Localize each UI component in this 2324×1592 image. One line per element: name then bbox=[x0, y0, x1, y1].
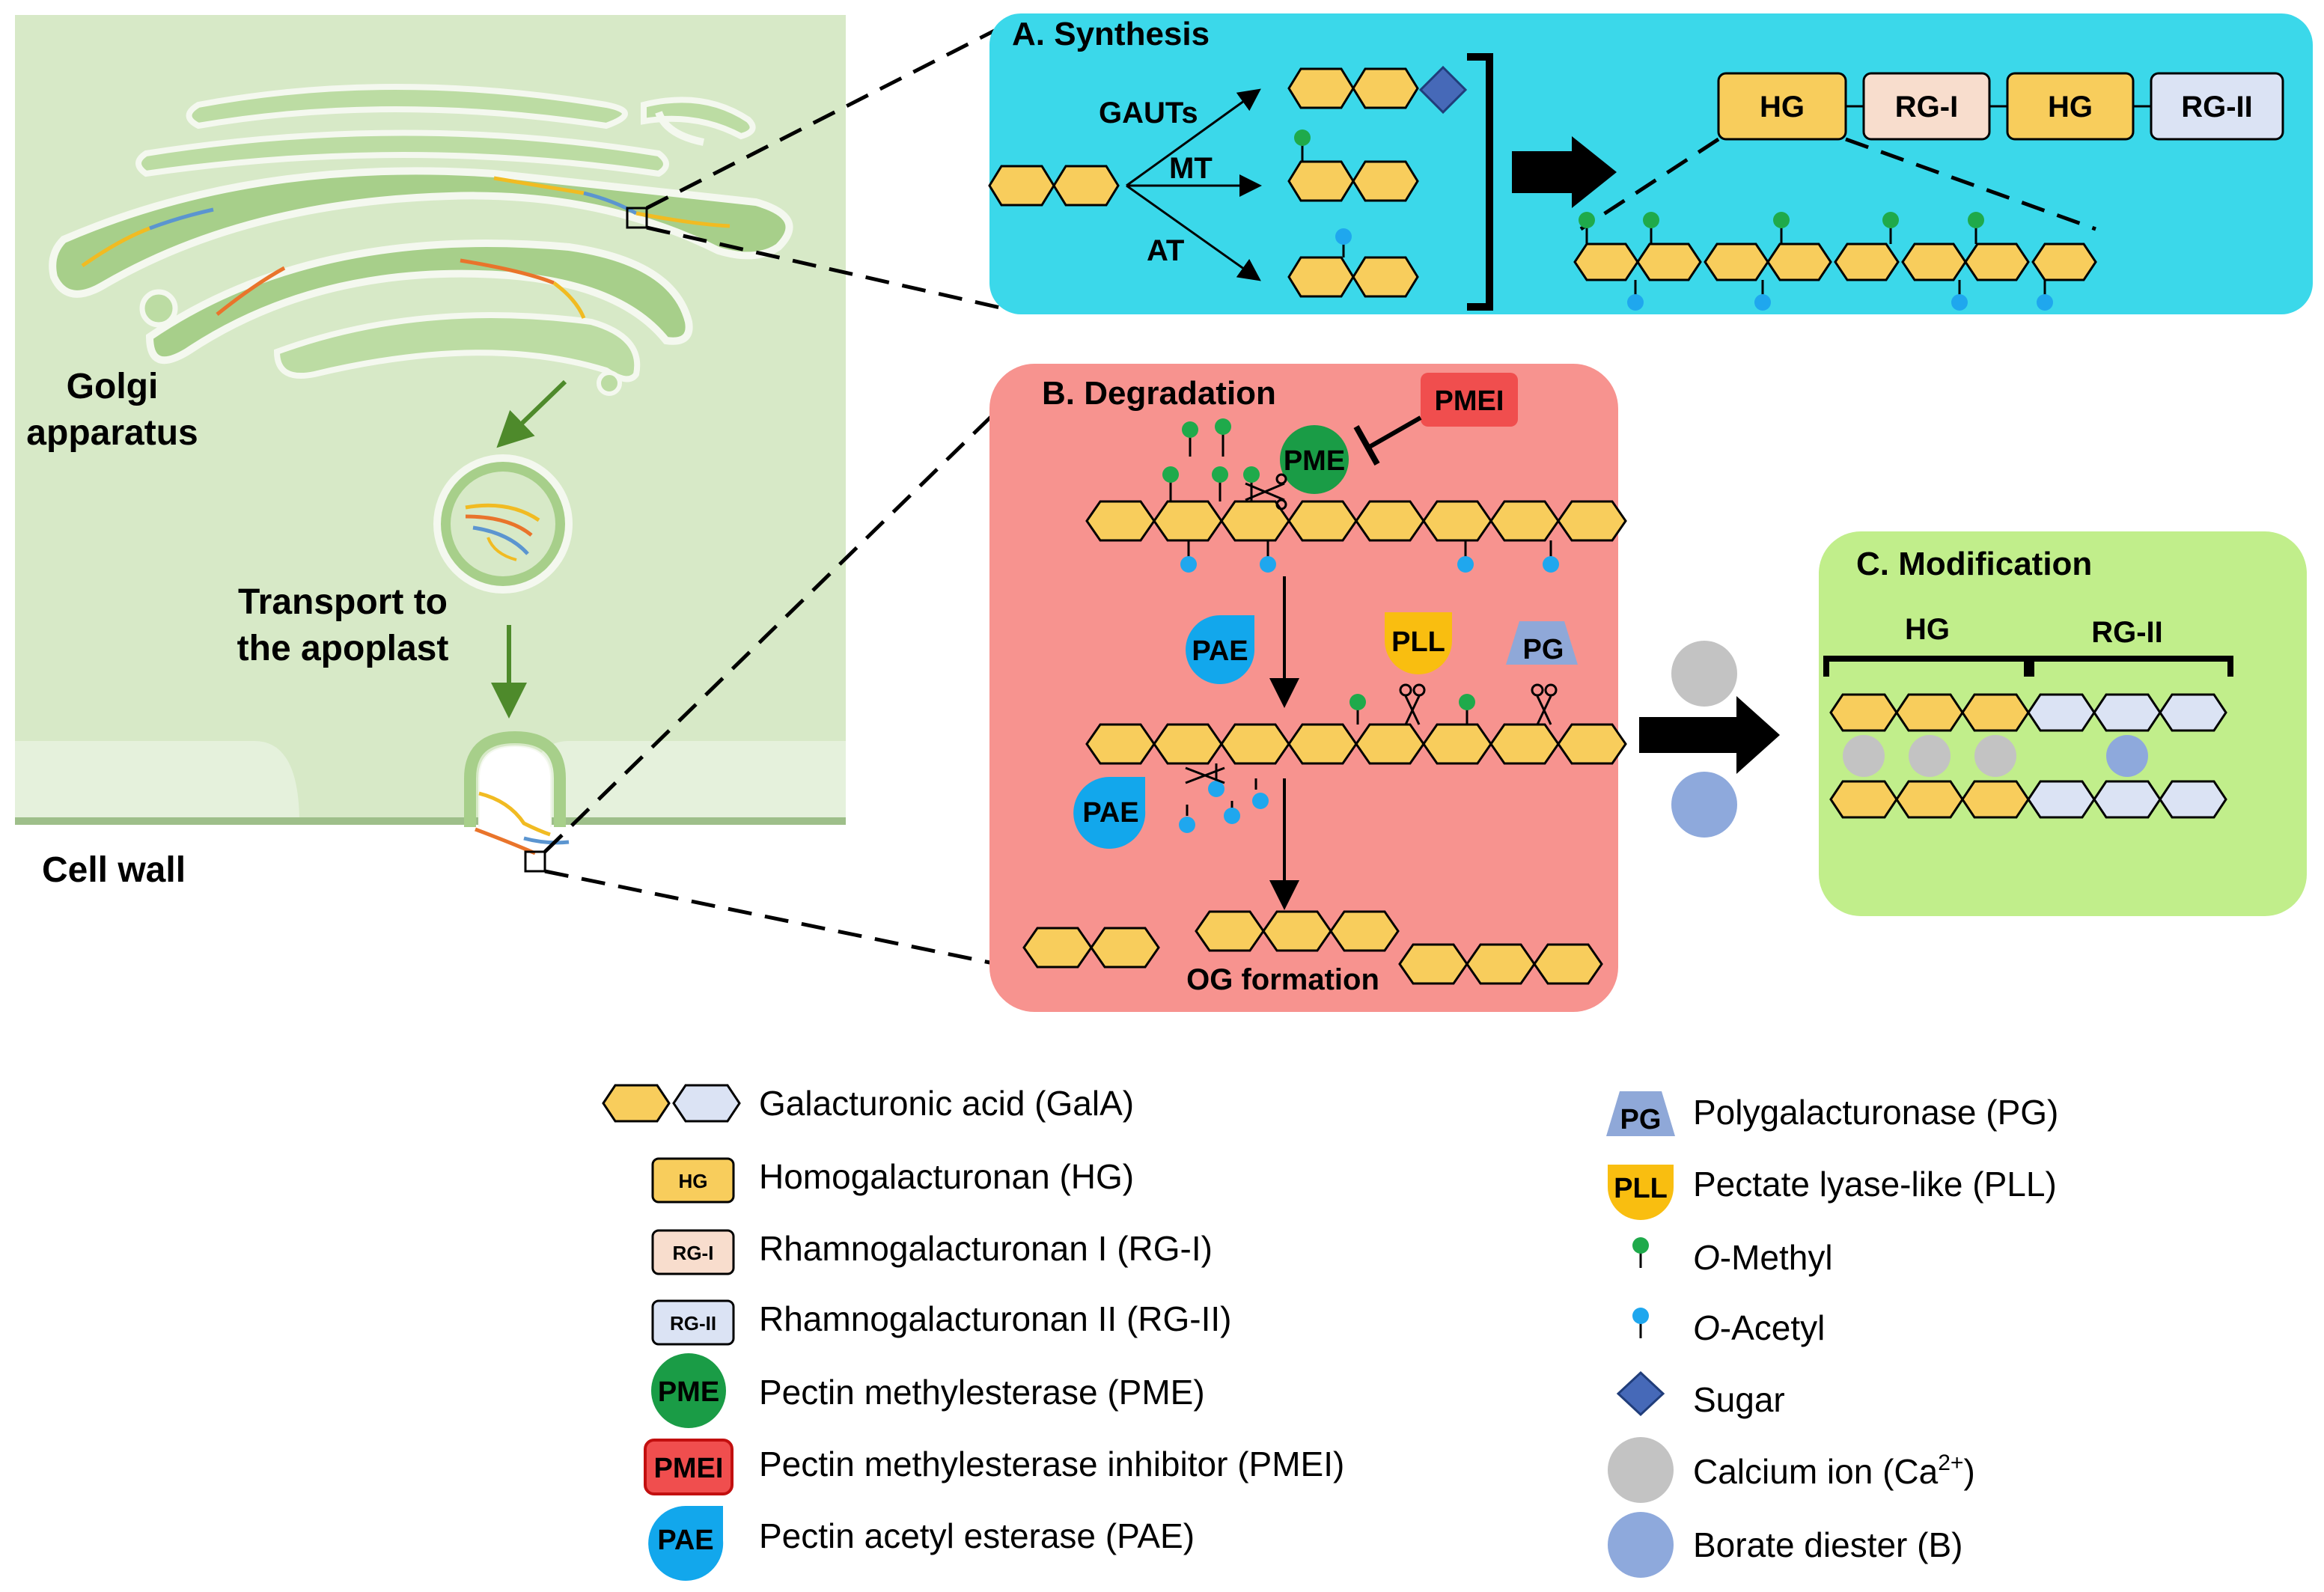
at-label: AT bbox=[1147, 234, 1184, 267]
degradation-to-modification bbox=[1639, 641, 1780, 838]
sugar-icon bbox=[1418, 65, 1468, 115]
domain-hg-1: HG bbox=[1760, 91, 1805, 123]
degradation-panel: B. Degradation PMEI PME bbox=[989, 364, 1627, 1012]
pmei-legend-icon bbox=[644, 1439, 734, 1495]
legend-rg2: Rhamnogalacturonan II (RG-II) bbox=[759, 1299, 1232, 1338]
hg-legend-icon bbox=[651, 1157, 735, 1204]
golgi-label-line1: Golgi bbox=[67, 367, 159, 406]
svg-text:PME: PME bbox=[658, 1376, 719, 1408]
zoom-box-wall bbox=[524, 850, 546, 873]
svg-text:RG-I: RG-I bbox=[673, 1242, 714, 1264]
domain-rg1: RG-I bbox=[1895, 91, 1958, 123]
mt-label: MT bbox=[1169, 152, 1213, 185]
pme-enzyme bbox=[1280, 425, 1349, 494]
svg-text:PAE: PAE bbox=[657, 1525, 713, 1556]
domain-rg2: RG-II bbox=[2181, 91, 2253, 123]
og-fragments bbox=[1022, 910, 1603, 985]
zoom-box-golgi bbox=[626, 207, 648, 229]
synthesis-panel: A. Synthesis GAUTs MT AT bbox=[988, 13, 2313, 314]
borate-icon bbox=[1671, 772, 1737, 838]
pae-label-1: PAE bbox=[1192, 635, 1248, 667]
acetyl-icon bbox=[1335, 228, 1352, 245]
transport-label-line1: Transport to bbox=[238, 582, 448, 622]
legend-hg: Homogalacturonan (HG) bbox=[759, 1157, 1134, 1196]
scissors-icon bbox=[1245, 473, 1287, 510]
acetyl-legend-icon bbox=[1632, 1308, 1649, 1324]
pll-enzyme bbox=[1385, 612, 1452, 674]
legend-methyl: O-Methyl bbox=[1693, 1238, 1833, 1277]
legend-pme: Pectin methylesterase (PME) bbox=[759, 1373, 1205, 1412]
svg-text:PG: PG bbox=[1620, 1104, 1662, 1135]
legend: HG RG-I RG-II PME PMEI PAE Galacturonic … bbox=[602, 1084, 2058, 1581]
pae-label-2: PAE bbox=[1082, 797, 1138, 829]
calcium-legend-icon bbox=[1608, 1437, 1674, 1503]
methyl-legend-icon bbox=[1632, 1237, 1649, 1254]
transport-label-line2: the apoplast bbox=[237, 629, 449, 668]
legend-pg: Polygalacturonase (PG) bbox=[1693, 1093, 2058, 1132]
legend-borate: Borate diester (B) bbox=[1693, 1525, 1962, 1564]
legend-calcium: Calcium ion (Ca2+) bbox=[1693, 1451, 1975, 1491]
golgi-label-line2: apparatus bbox=[26, 413, 198, 453]
sugar-legend-icon bbox=[1616, 1370, 1665, 1417]
pll-label: PLL bbox=[1391, 626, 1445, 658]
rg1-legend-icon bbox=[651, 1229, 735, 1275]
pg-label: PG bbox=[1523, 634, 1564, 665]
galA-icon bbox=[602, 1084, 741, 1123]
pae-enzyme-2 bbox=[1073, 777, 1146, 849]
rg2-legend-icon bbox=[651, 1299, 735, 1346]
legend-rg1: Rhamnogalacturonan I (RG-I) bbox=[759, 1229, 1213, 1268]
cell-wall-label: Cell wall bbox=[42, 850, 186, 890]
legend-pmei: Pectin methylesterase inhibitor (PMEI) bbox=[759, 1445, 1344, 1483]
mod-rg2-label: RG-II bbox=[2091, 616, 2163, 649]
borate-legend-icon bbox=[1608, 1512, 1674, 1578]
domain-hg-2: HG bbox=[2048, 91, 2093, 123]
modification-panel: C. Modification HG RG-II bbox=[1819, 531, 2307, 916]
mod-hg-label: HG bbox=[1905, 613, 1950, 646]
modification-title: C. Modification bbox=[1856, 546, 2092, 582]
svg-text:RG-II: RG-II bbox=[670, 1312, 716, 1335]
gauts-label: GAUTs bbox=[1099, 97, 1198, 129]
pg-legend-icon bbox=[1606, 1091, 1675, 1136]
svg-text:PLL: PLL bbox=[1614, 1173, 1668, 1204]
legend-acetyl: O-Acetyl bbox=[1693, 1308, 1825, 1347]
pme-label: PME bbox=[1284, 445, 1345, 477]
degradation-title: B. Degradation bbox=[1042, 375, 1276, 412]
pme-legend-icon bbox=[651, 1353, 726, 1428]
og-formation-label: OG formation bbox=[1186, 963, 1379, 996]
methyl-icon bbox=[1294, 129, 1311, 146]
calcium-ion-icon bbox=[1671, 641, 1737, 707]
pae-legend-icon bbox=[648, 1506, 724, 1581]
golgi-apparatus bbox=[49, 84, 793, 873]
pg-enzyme bbox=[1506, 621, 1578, 665]
hg-chain bbox=[1573, 243, 2097, 281]
zoom-connectors bbox=[543, 17, 1028, 968]
svg-text:HG: HG bbox=[679, 1170, 708, 1192]
cell-wall-line bbox=[15, 817, 846, 825]
legend-sugar: Sugar bbox=[1693, 1380, 1785, 1419]
pll-legend-icon bbox=[1608, 1165, 1674, 1220]
svg-text:PMEI: PMEI bbox=[654, 1453, 724, 1484]
synthesis-title: A. Synthesis bbox=[1012, 16, 1210, 52]
legend-pll: Pectate lyase-like (PLL) bbox=[1693, 1165, 2057, 1204]
pmei-label: PMEI bbox=[1435, 385, 1504, 417]
legend-galA: Galacturonic acid (GalA) bbox=[759, 1084, 1134, 1123]
pmei-box bbox=[1421, 373, 1518, 427]
pae-enzyme-1 bbox=[1186, 615, 1255, 685]
legend-pae: Pectin acetyl esterase (PAE) bbox=[759, 1516, 1195, 1555]
